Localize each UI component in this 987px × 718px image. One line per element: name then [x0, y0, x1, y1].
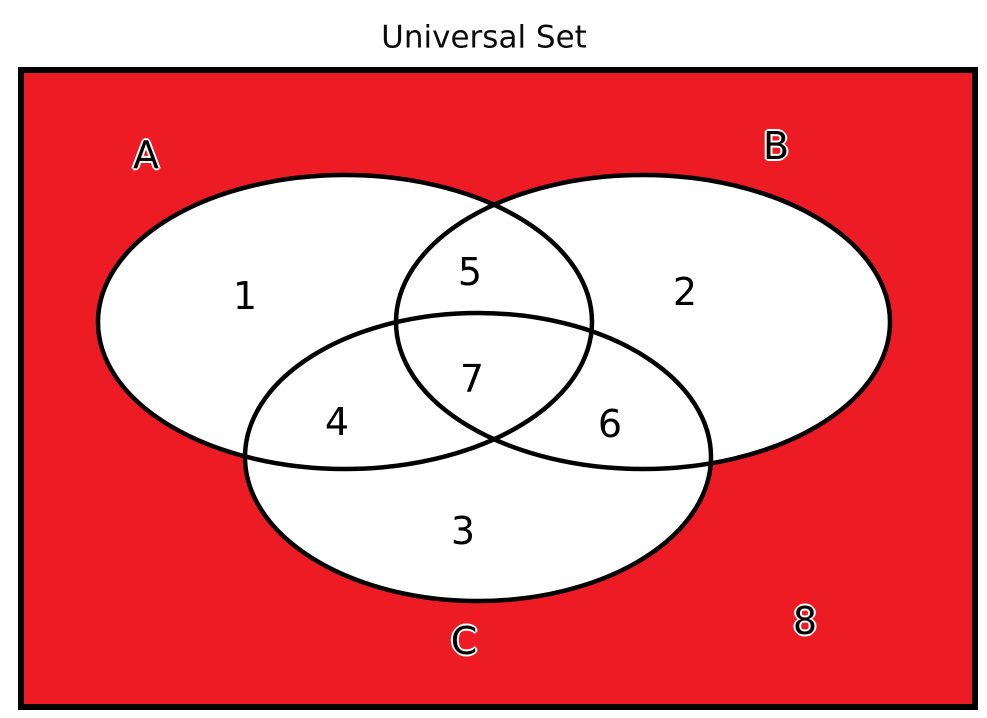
- set-fills: [98, 175, 890, 601]
- set-c-outline: [242, 310, 714, 604]
- region-label-8: 8: [792, 599, 818, 643]
- region-label-7: 7: [459, 357, 485, 401]
- region-label-5: 5: [457, 250, 483, 294]
- region-label-2: 2: [672, 270, 698, 314]
- set-outlines: [95, 172, 893, 604]
- region-label-1: 1: [232, 274, 258, 318]
- set-label-a: A: [133, 133, 159, 177]
- region-label-3: 3: [450, 509, 476, 553]
- set-a-outline: [95, 172, 595, 472]
- set-c-fill: [245, 313, 711, 601]
- region-label-4: 4: [324, 400, 350, 444]
- set-label-b: B: [762, 124, 790, 168]
- set-label-c: C: [450, 619, 478, 663]
- diagram-title: Universal Set: [381, 19, 587, 56]
- region-label-6: 6: [597, 402, 623, 446]
